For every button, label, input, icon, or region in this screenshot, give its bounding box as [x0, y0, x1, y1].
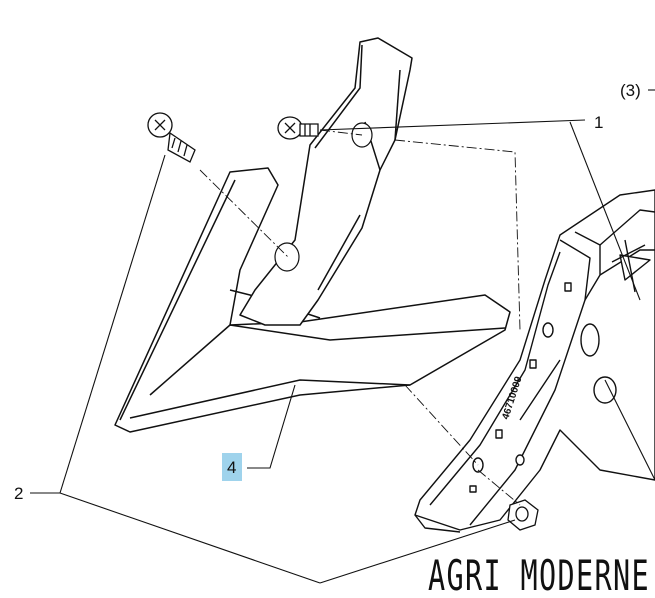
- nut: [507, 499, 539, 531]
- alignment-lines: [199, 129, 521, 506]
- callout-2: 2: [14, 484, 23, 503]
- callout-4-highlight: [222, 453, 242, 481]
- callout-3: (3): [620, 81, 641, 100]
- callout-4: 4: [227, 458, 236, 477]
- leader-lines: [30, 89, 655, 584]
- bolt-left: [147, 112, 196, 163]
- wing-share-part-4: [114, 167, 511, 433]
- bolt-right: [277, 116, 319, 140]
- reversible-point: [239, 37, 413, 326]
- callout-1: 1: [594, 113, 603, 132]
- watermark-logo: AGRI MODERNE: [428, 551, 650, 598]
- shank-bracket: [414, 189, 655, 533]
